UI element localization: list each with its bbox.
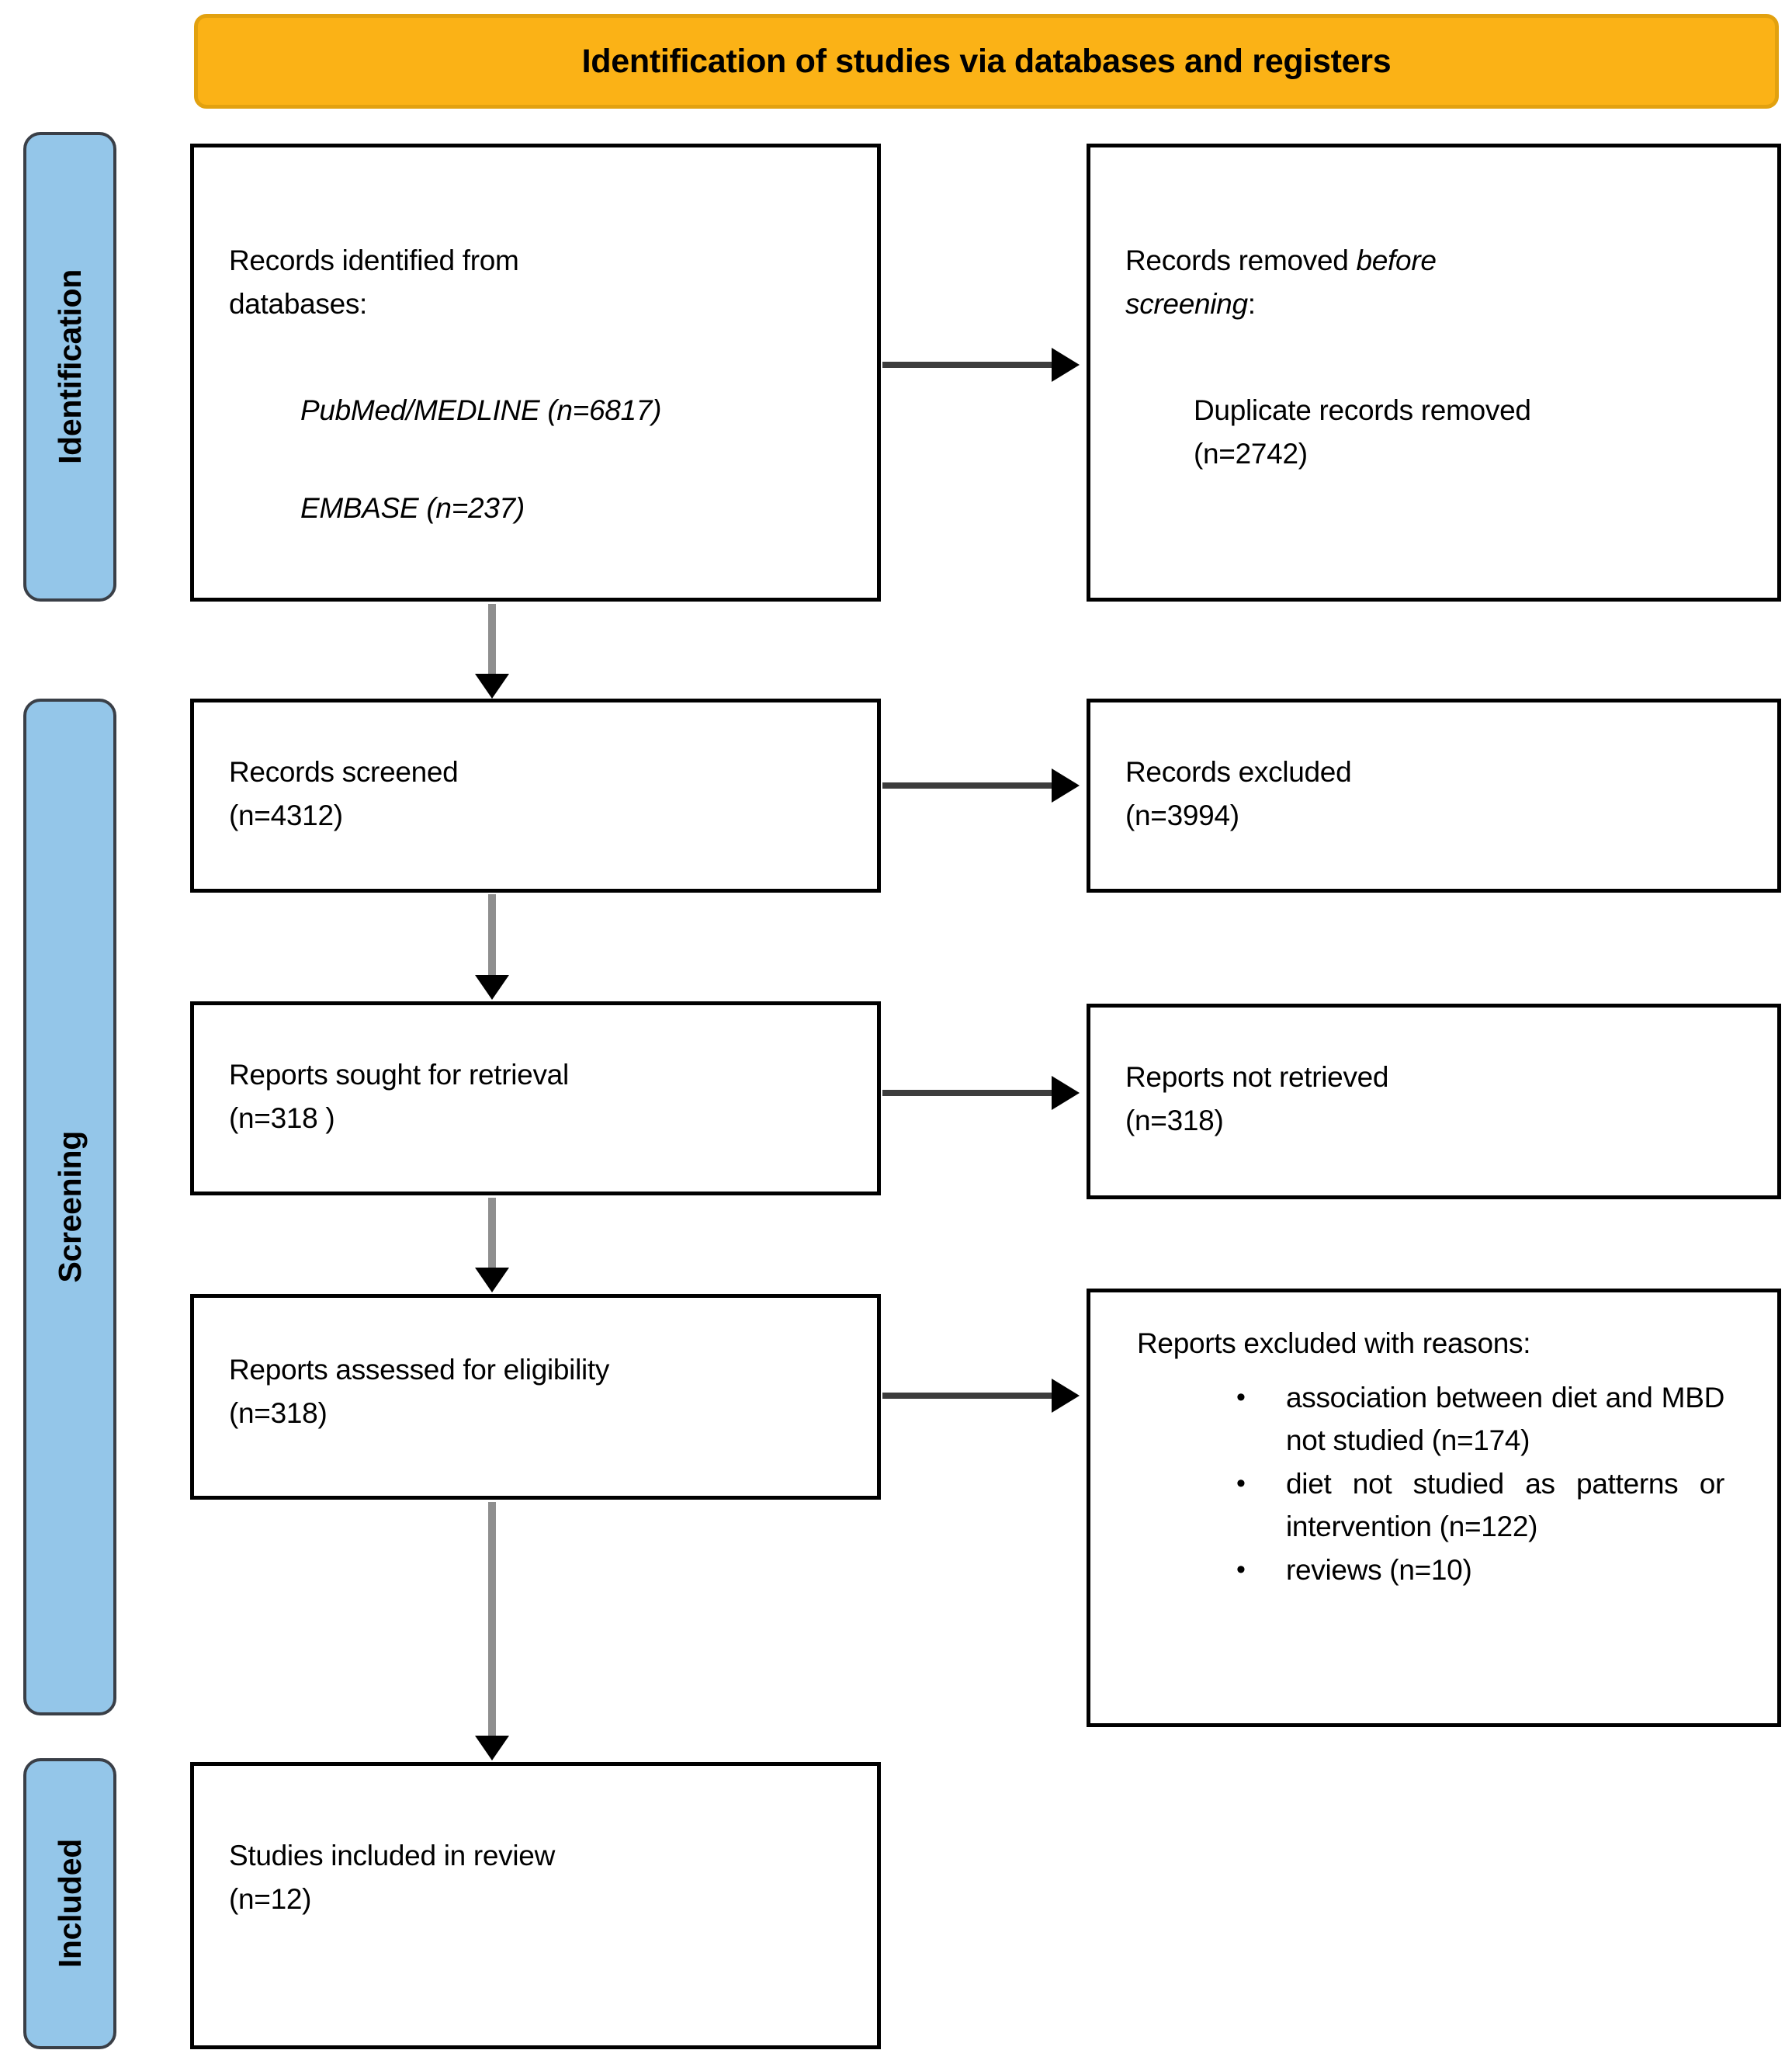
arrow-right-sought-to-not-retrieved-icon: [882, 1076, 1083, 1110]
studies-included-line2: (n=12): [229, 1882, 312, 1915]
box-studies-included: Studies included in review (n=12): [190, 1762, 881, 2049]
banner-title: Identification of studies via databases …: [581, 42, 1392, 80]
bullet-icon: •: [1236, 1382, 1246, 1412]
box-reports-sought: Reports sought for retrieval (n=318 ): [190, 1001, 881, 1195]
records-identified-source-pubmed: PubMed/MEDLINE (n=6817): [300, 394, 662, 426]
bullet-icon: •: [1236, 1554, 1246, 1584]
records-excluded-line1: Records excluded: [1125, 756, 1352, 788]
records-identified-heading: Records identified from databases:: [229, 245, 519, 320]
arrow-down-screened-to-sought-icon: [475, 894, 509, 1000]
records-excluded-line2: (n=3994): [1125, 799, 1239, 831]
stage-bar-screening: Screening: [23, 699, 116, 1715]
reports-excluded-heading: Reports excluded with reasons:: [1137, 1327, 1531, 1359]
reason-text: diet not studied as patterns or interven…: [1286, 1467, 1724, 1543]
reason-item: • association between diet and MBD not s…: [1137, 1376, 1746, 1462]
arrow-right-screened-to-excluded-icon: [882, 768, 1083, 803]
box-records-removed: Records removed before screening: Duplic…: [1087, 144, 1781, 602]
stage-label-included: Included: [51, 1839, 88, 1969]
studies-included-line1: Studies included in review: [229, 1840, 555, 1871]
stage-bar-included: Included: [23, 1758, 116, 2049]
bullet-icon: •: [1236, 1468, 1246, 1498]
reports-excluded-reason-list: • association between diet and MBD not s…: [1137, 1376, 1746, 1592]
reason-item: • diet not studied as patterns or interv…: [1137, 1462, 1746, 1549]
reports-assessed-line1: Reports assessed for eligibility: [229, 1354, 610, 1386]
box-records-identified: Records identified from databases: PubMe…: [190, 144, 881, 602]
arrow-down-identified-to-screened-icon: [475, 604, 509, 699]
records-identified-source-embase: EMBASE (n=237): [300, 491, 525, 524]
arrow-right-identification-icon: [882, 348, 1083, 382]
reports-sought-line1: Reports sought for retrieval: [229, 1059, 569, 1091]
box-records-screened: Records screened (n=4312): [190, 699, 881, 893]
records-screened-line1: Records screened: [229, 756, 459, 788]
reports-assessed-line2: (n=318): [229, 1396, 328, 1429]
reason-item: • reviews (n=10): [1137, 1549, 1746, 1592]
records-removed-prefix: Records removed: [1125, 245, 1357, 276]
arrow-down-assessed-to-included-icon: [475, 1502, 509, 1760]
box-reports-assessed: Reports assessed for eligibility (n=318): [190, 1294, 881, 1500]
banner-identification-via-databases: Identification of studies via databases …: [194, 14, 1779, 109]
reports-sought-line2: (n=318 ): [229, 1101, 335, 1134]
reports-not-retrieved-line2: (n=318): [1125, 1104, 1224, 1136]
records-screened-line2: (n=4312): [229, 799, 343, 831]
records-removed-heading: Records removed before screening:: [1125, 239, 1471, 325]
stage-label-screening: Screening: [51, 1131, 88, 1283]
duplicate-records-removed: Duplicate records removed (n=2742): [1194, 394, 1531, 470]
reason-text: reviews (n=10): [1286, 1553, 1472, 1586]
arrow-down-sought-to-assessed-icon: [475, 1198, 509, 1292]
stage-label-identification: Identification: [51, 269, 88, 464]
box-reports-excluded-reasons: Reports excluded with reasons: • associa…: [1087, 1289, 1781, 1727]
box-records-excluded: Records excluded (n=3994): [1087, 699, 1781, 893]
records-removed-suffix: :: [1247, 287, 1256, 320]
arrow-right-assessed-to-excluded-icon: [882, 1379, 1083, 1413]
reason-text: association between diet and MBD not stu…: [1286, 1381, 1724, 1457]
stage-bar-identification: Identification: [23, 132, 116, 602]
records-removed-italic: before screening: [1125, 245, 1437, 320]
reports-not-retrieved-line1: Reports not retrieved: [1125, 1061, 1389, 1093]
box-reports-not-retrieved: Reports not retrieved (n=318): [1087, 1004, 1781, 1199]
